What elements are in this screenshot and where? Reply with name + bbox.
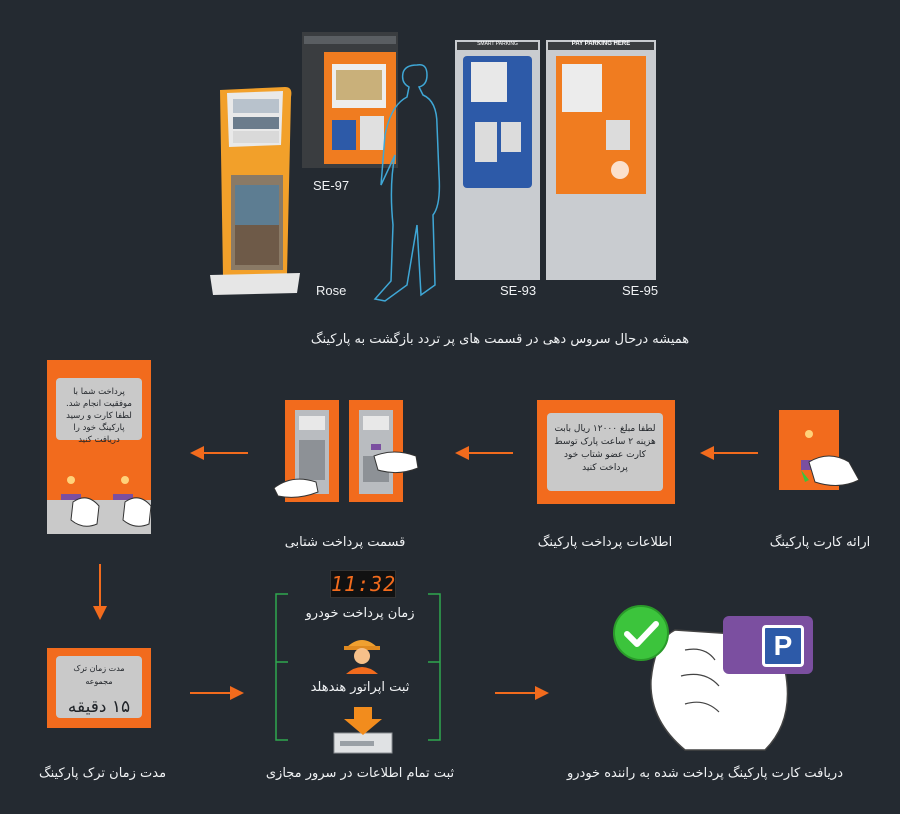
clock-value: 11:32 <box>331 572 397 596</box>
step-exit-duration: مدت زمان ترک پارکینگ <box>38 766 167 781</box>
success-screen: پرداخت شما با موفقیت انجام شد. لطفا کارت… <box>56 378 142 445</box>
parking-badge-letter: P <box>773 630 793 661</box>
arrow-down <box>92 564 108 620</box>
exit-duration-value: ۱۵ دقیقه <box>67 697 131 717</box>
step-register-all: ثبت تمام اطلاعات در سرور مجازی <box>265 766 455 781</box>
operator-label: ثبت اپراتور هندهلد <box>310 680 410 695</box>
exit-duration-title: مدت زمان ترک مجموعه <box>73 664 125 686</box>
arrow-right-1 <box>190 685 246 701</box>
model-label-se95: SE-95 <box>622 283 659 298</box>
se93-kiosk <box>455 40 540 280</box>
model-label-se93: SE-93 <box>500 283 537 298</box>
server-download-icon <box>330 705 396 755</box>
model-label-se97: SE-97 <box>313 178 350 193</box>
se93-top-text: SMART PARKING <box>477 41 518 47</box>
rose-kiosk <box>205 85 300 300</box>
exit-duration-screen: مدت زمان ترک مجموعه ۱۵ دقیقه <box>56 656 142 718</box>
person-outline <box>355 55 455 305</box>
se95-kiosk <box>546 40 656 280</box>
arrow-left-1 <box>700 445 760 461</box>
present-card-panel <box>779 410 860 490</box>
step-receive-card: دریافت کارت پارکینگ پرداخت شده به راننده… <box>566 766 843 781</box>
digital-clock-icon: 11:32 <box>330 570 396 598</box>
check-icon <box>612 604 670 662</box>
arrow-left-2 <box>455 445 515 461</box>
se97-kiosk <box>300 30 400 170</box>
model-label-rose: Rose <box>316 283 347 298</box>
payment-info-screen: لطفا مبلغ ۱۲۰۰۰ ریال بابت هزینه ۲ ساعت پ… <box>547 413 663 491</box>
parking-badge: P <box>762 625 804 667</box>
se95-top-text: PAY PARKING HERE <box>571 41 631 47</box>
step-quick-payment: قسمت پرداخت شتابی <box>284 535 406 550</box>
arrow-left-3 <box>190 445 250 461</box>
hand-icon <box>272 470 322 500</box>
operator-icon <box>340 632 384 674</box>
step-present-card: ارائه کارت پارکینگ <box>769 535 871 550</box>
payment-time-label: زمان پرداخت خودرو <box>305 606 415 621</box>
hand-card-icon <box>372 446 422 476</box>
tagline: همیشه درحال سروس دهی در قسمت های پر تردد… <box>310 332 690 347</box>
arrow-right-2 <box>495 685 551 701</box>
quick-payment-panel-2 <box>349 400 403 502</box>
step-payment-info: اطلاعات پرداخت پارکینگ <box>537 535 673 550</box>
register-bracket <box>270 590 450 750</box>
